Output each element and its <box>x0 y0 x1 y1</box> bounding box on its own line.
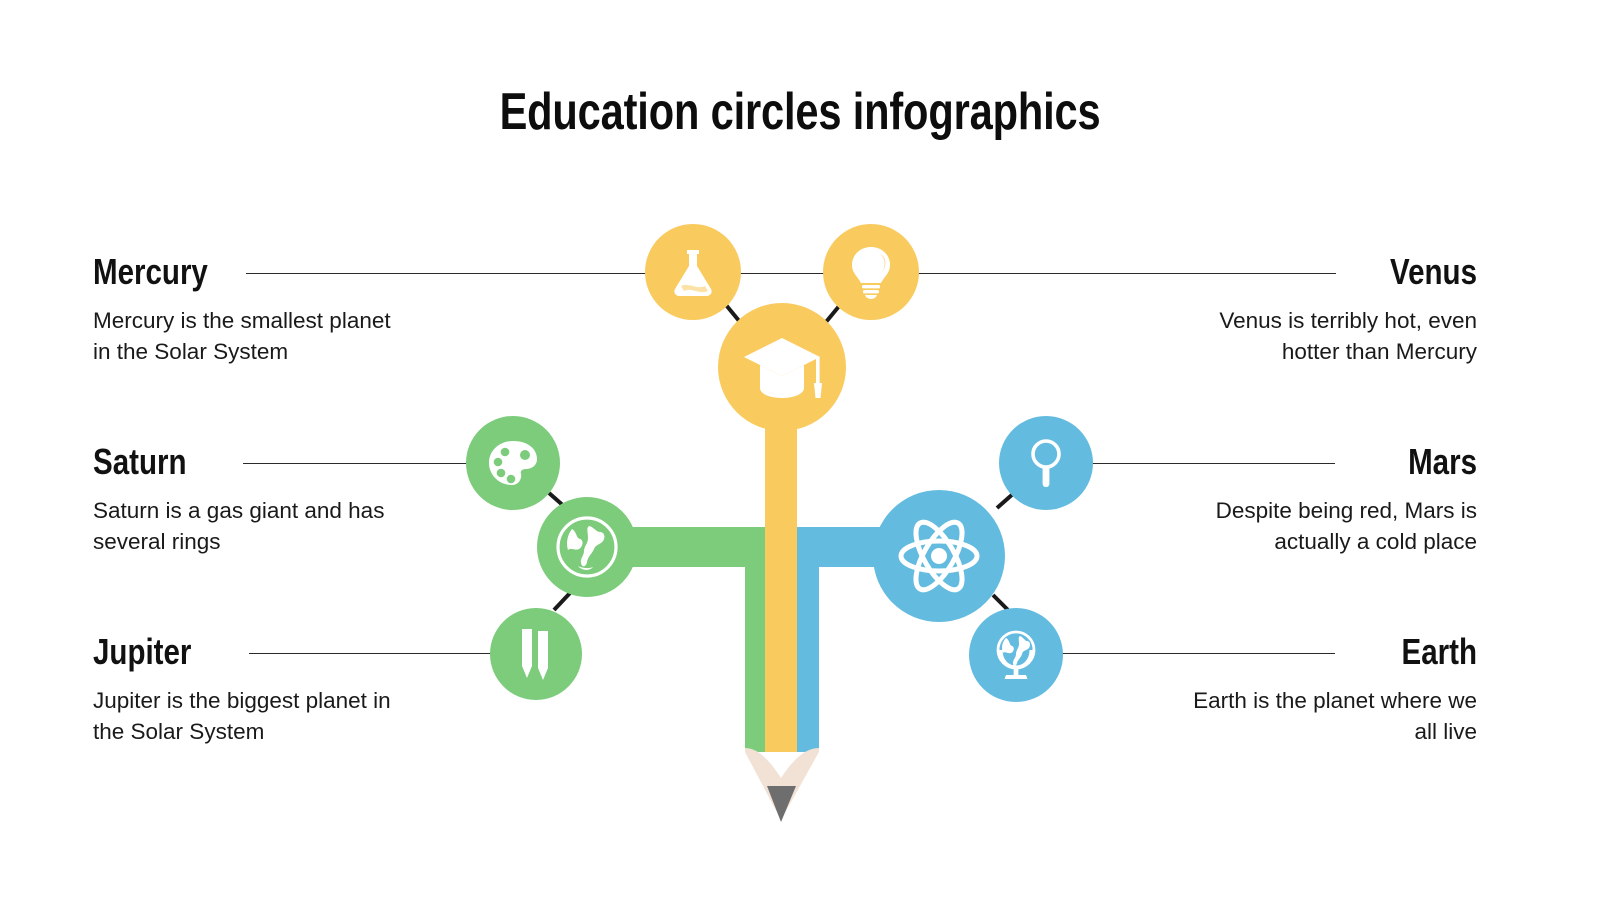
atom-icon <box>898 515 980 597</box>
leader-line-saturn <box>243 463 478 464</box>
tick-pencils-to-globe <box>552 591 572 612</box>
item-venus: Venus Venus is terribly hot, even hotter… <box>1167 253 1477 367</box>
magnifier-icon <box>1029 438 1063 488</box>
node-magnifier[interactable] <box>999 416 1093 510</box>
leader-line-jupiter <box>249 653 509 654</box>
lightbulb-icon <box>850 245 892 299</box>
item-heading-mars: Mars <box>1408 441 1477 482</box>
item-mercury: Mercury Mercury is the smallest planet i… <box>93 253 403 367</box>
node-pencils[interactable] <box>490 608 582 700</box>
item-description-earth: Earth is the planet where we all live <box>1193 688 1477 744</box>
leader-line-mercury <box>246 273 1336 274</box>
hub-graduation-cap[interactable] <box>718 303 846 431</box>
item-description-saturn: Saturn is a gas giant and has several ri… <box>93 498 385 554</box>
palette-icon <box>488 440 538 486</box>
pencil-lead <box>767 786 796 822</box>
node-globe-stand[interactable] <box>969 608 1063 702</box>
globe-stand-icon <box>993 630 1039 680</box>
leader-line-earth <box>1060 653 1335 654</box>
item-saturn: Saturn Saturn is a gas giant and has sev… <box>93 443 403 557</box>
node-lightbulb[interactable] <box>823 224 919 320</box>
hub-atom[interactable] <box>873 490 1005 622</box>
hub-globe[interactable] <box>537 497 637 597</box>
pencils-icon <box>519 628 553 680</box>
graduation-cap-icon <box>740 332 824 402</box>
item-description-mars: Despite being red, Mars is actually a co… <box>1215 498 1477 554</box>
flask-icon <box>671 246 715 298</box>
item-description-mercury: Mercury is the smallest planet in the So… <box>93 308 391 364</box>
node-palette[interactable] <box>466 416 560 510</box>
item-earth: Earth Earth is the planet where we all l… <box>1167 633 1477 747</box>
item-description-jupiter: Jupiter is the biggest planet in the Sol… <box>93 688 391 744</box>
page-title: Education circles infographics <box>499 83 1101 141</box>
item-heading-venus: Venus <box>1390 251 1477 292</box>
item-heading-earth: Earth <box>1401 631 1477 672</box>
green-stripe <box>745 527 769 752</box>
item-heading-jupiter: Jupiter <box>93 631 192 672</box>
item-description-venus: Venus is terribly hot, even hotter than … <box>1219 308 1477 364</box>
item-mars: Mars Despite being red, Mars is actually… <box>1167 443 1477 557</box>
leader-line-mars <box>1080 463 1335 464</box>
yellow-stripe <box>769 527 795 752</box>
item-jupiter: Jupiter Jupiter is the biggest planet in… <box>93 633 403 747</box>
pencil-wood-tip <box>745 748 819 820</box>
item-heading-saturn: Saturn <box>93 441 187 482</box>
globe-icon <box>556 516 618 578</box>
node-flask[interactable] <box>645 224 741 320</box>
item-heading-mercury: Mercury <box>93 251 208 292</box>
blue-stripe <box>795 527 819 752</box>
